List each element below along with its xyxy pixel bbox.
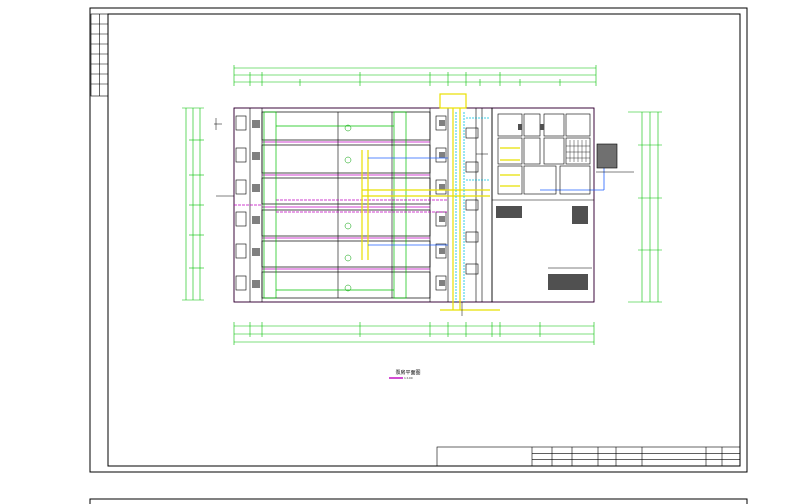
grating-pit	[596, 143, 618, 169]
leader-lines	[214, 118, 634, 316]
bottom-dimension-lines	[233, 322, 595, 345]
blue-pipes	[368, 157, 605, 246]
left-dimension-lines	[182, 107, 204, 301]
valve-symbols	[344, 124, 352, 292]
drawing-scale: 1:100	[404, 376, 413, 380]
sheet-inner-border	[107, 13, 741, 467]
hall-equipment	[465, 127, 479, 275]
top-dimension-lines	[233, 65, 597, 86]
next-sheet-border	[89, 498, 748, 504]
stair-hatch	[566, 140, 590, 162]
pump-units	[252, 120, 445, 288]
yellow-header-pipe	[361, 93, 520, 311]
cyan-pipes	[455, 112, 490, 302]
dark-equipment	[496, 124, 588, 290]
valve-chambers	[235, 115, 447, 291]
interior-walls	[249, 108, 483, 302]
pump-bays	[261, 111, 431, 299]
signature-strip	[90, 13, 109, 97]
right-dimension-lines	[628, 111, 662, 303]
sheet-outer-border	[89, 7, 748, 473]
title-block	[436, 446, 741, 467]
building-outline	[233, 107, 595, 303]
drawing-caption: 泵房平面图	[395, 370, 421, 376]
green-pipe-frames	[263, 111, 407, 299]
